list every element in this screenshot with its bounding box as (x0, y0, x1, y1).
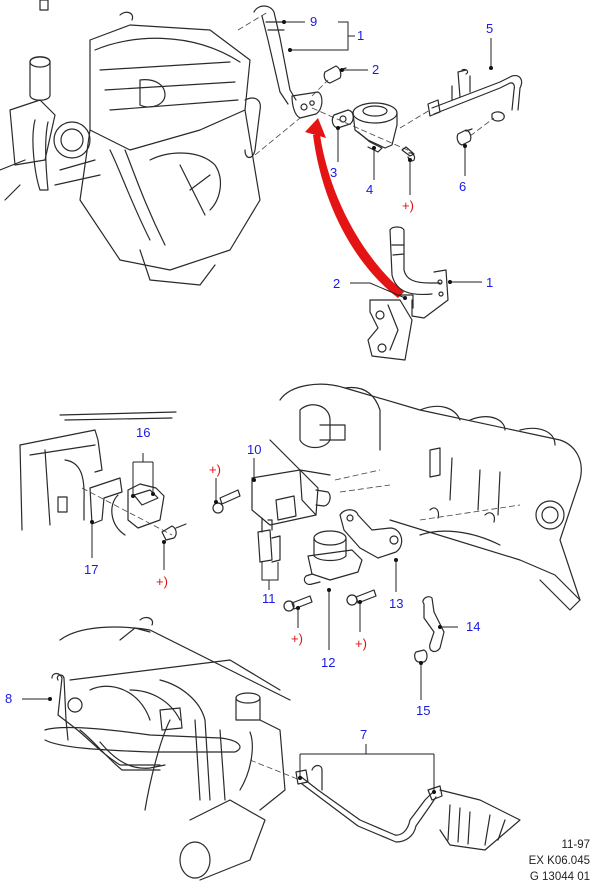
callout-2-top: 2 (372, 62, 379, 77)
callout-5: 5 (486, 21, 493, 36)
callout-12: 12 (321, 655, 335, 670)
callout-labels: 9 1 2 5 3 4 6 +) 2 1 16 17 +) 10 +) 11 +… (5, 14, 493, 742)
callout-10: 10 (247, 442, 261, 457)
callout-9: 9 (310, 14, 317, 29)
fastener-note-top: +) (402, 198, 414, 213)
bolt-fastener-top (401, 146, 416, 162)
fitting-part-15 (414, 649, 428, 663)
callout-7: 7 (360, 727, 367, 742)
fastener-note-12b: +) (355, 636, 367, 651)
callout-6: 6 (459, 179, 466, 194)
callout-14: 14 (466, 619, 480, 634)
sensor-part-10 (251, 469, 331, 526)
engine-bottom-left (44, 616, 301, 881)
pipe-assembly-part-7 (295, 764, 521, 851)
callout-13: 13 (389, 596, 403, 611)
callout-1-top: 1 (357, 28, 364, 43)
callout-15: 15 (416, 703, 430, 718)
fastener-note-17: +) (156, 574, 168, 589)
callout-3: 3 (330, 165, 337, 180)
reference-catalog-code: EX K06.045 (529, 855, 590, 867)
vacuum-valve-part-12 (303, 530, 363, 585)
callout-1-detail: 1 (486, 275, 493, 290)
hose-part-8 (51, 672, 161, 771)
fitting-part-6 (456, 117, 495, 146)
reference-block: 11-97 EX K06.045 G 13044 01 (529, 839, 590, 883)
egr-pipe-part-5 (399, 68, 523, 129)
callout-11: 11 (262, 591, 276, 606)
callout-2-detail: 2 (333, 276, 340, 291)
bracket-part-13 (339, 509, 403, 559)
fastener-note-10: +) (209, 462, 221, 477)
egr-tube-assembly (253, 5, 323, 119)
callout-17: 17 (84, 562, 98, 577)
fastener-note-12a: +) (291, 631, 303, 646)
reference-date: 11-97 (561, 839, 590, 851)
bracket-assembly-16-17 (19, 0, 187, 541)
callout-16: 16 (136, 425, 150, 440)
engine-top-left (0, 11, 301, 286)
intake-manifold-middle (269, 383, 582, 611)
hoses-part-11 (257, 517, 281, 581)
bolts-middle (212, 489, 377, 612)
callout-8: 8 (5, 691, 12, 706)
leader-lines (22, 20, 493, 794)
hose-part-14 (422, 596, 445, 653)
callout-4: 4 (366, 182, 373, 197)
red-direction-arrow (305, 118, 404, 298)
detail-view-tube-bracket (367, 226, 449, 361)
assembly-axis-line (311, 107, 413, 153)
reference-illustration-id: G 13044 01 (530, 871, 590, 883)
gasket-part-3 (331, 109, 354, 129)
egr-valve-part-4 (352, 102, 398, 153)
